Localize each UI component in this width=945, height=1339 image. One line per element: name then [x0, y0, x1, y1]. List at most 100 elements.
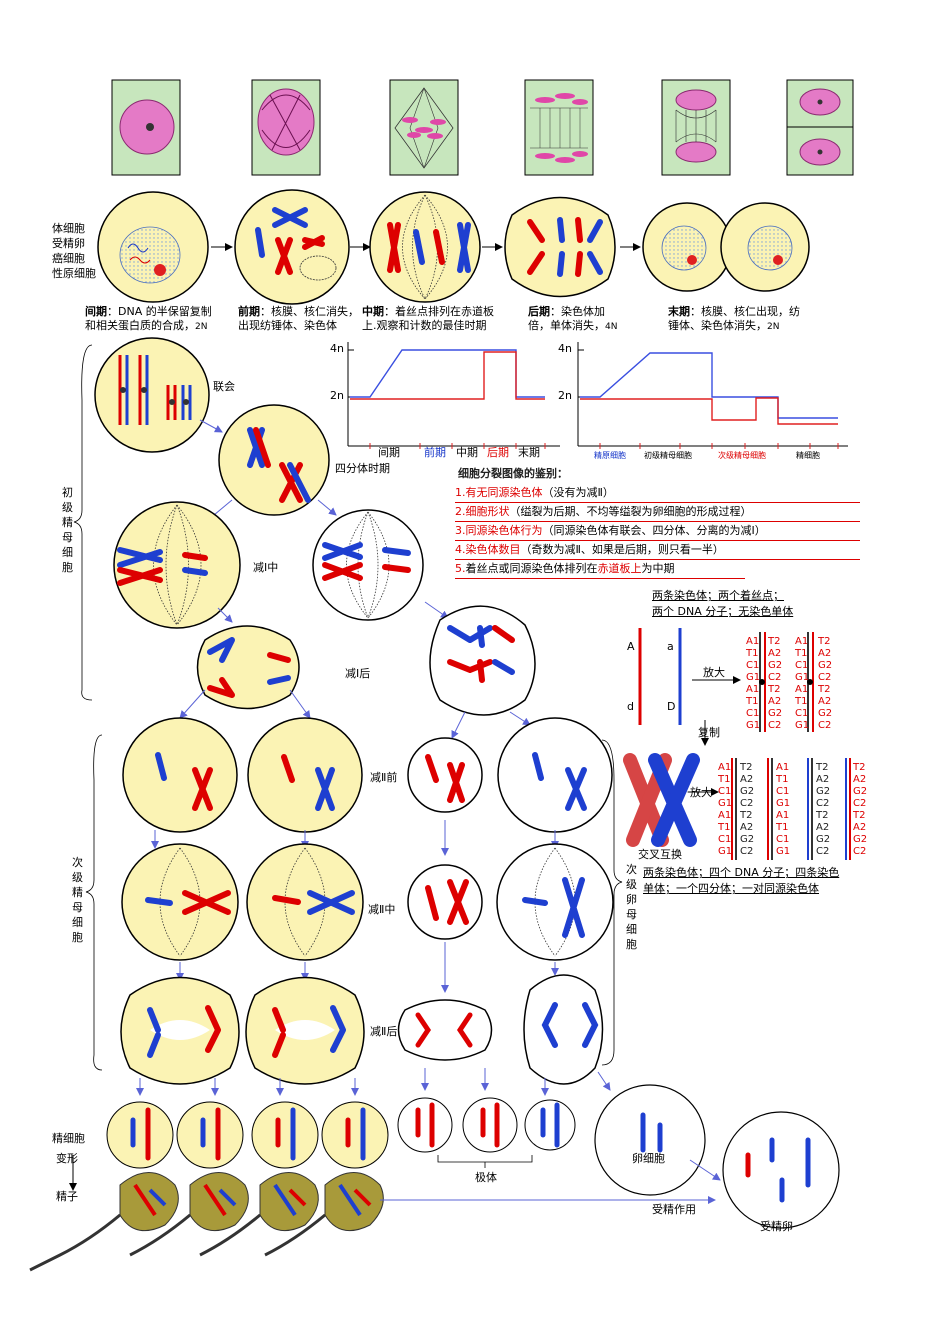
meiosis-meta2-cell-4	[496, 843, 614, 961]
item-rest: （缢裂为后期、不均等缢裂为卵细胞的形成过程）	[509, 505, 752, 518]
graph1-ytick-4n: 4n	[330, 342, 344, 355]
base-label: G2	[816, 834, 831, 845]
stage-count: 2N	[195, 322, 208, 332]
mitosis-photo-daughter-cells	[786, 79, 854, 176]
dna-replicate: 复制	[698, 726, 720, 739]
base-label: G1	[776, 846, 791, 857]
dna-note-1: 两条染色体；两个着丝点；	[652, 589, 784, 602]
identification-item-5: 5.着丝点或同源染色体排列在赤道板上为中期	[455, 562, 675, 576]
graph2-ytick-4n: 4n	[558, 342, 572, 355]
item-key: 细胞形状	[465, 505, 510, 518]
polar-body-2	[462, 1097, 518, 1153]
item-rest: （没有为减Ⅱ）	[542, 486, 614, 499]
stage-name: 间期	[85, 305, 107, 318]
meiosis-ana2-cell-2	[245, 976, 365, 1085]
mitosis-cell-telophase	[642, 202, 810, 292]
stage-metaphase-desc2: 上.观察和计数的最佳时期	[362, 319, 487, 332]
bracket-secondary	[85, 734, 103, 1071]
base-label: T1	[718, 822, 731, 833]
cell-type-3: 癌细胞	[52, 252, 85, 265]
base-label: C2	[740, 798, 754, 809]
mitosis-photo-interphase	[111, 79, 181, 176]
base-label: T1	[795, 648, 808, 659]
item-rest: （奇数为减Ⅱ、如果是后期，则只看一半）	[520, 543, 724, 556]
stage-telophase-desc2: 锤体、染色体消失，2N	[668, 319, 779, 334]
base-label: A1	[795, 684, 809, 695]
meiosis-pro2-cell-2	[247, 717, 363, 833]
underline	[455, 540, 860, 541]
meiosis-meta2-cell-1	[121, 843, 239, 961]
label-zygote: 受精卵	[760, 1220, 793, 1233]
base-label: T1	[746, 648, 759, 659]
base-label: C2	[853, 798, 867, 809]
stage-prophase-desc2: 出现纺锤体、染色体	[238, 319, 337, 332]
label-transform: 变形	[56, 1152, 78, 1165]
base-label: A2	[816, 822, 830, 833]
dna-note-4: 单体；一个四分体；一对同源染色体	[643, 882, 819, 895]
dna-letter-A: A	[627, 640, 635, 653]
item-number: 4.	[455, 543, 466, 556]
base-label: A1	[776, 762, 790, 773]
graph1-xlabel: 间期	[378, 446, 400, 459]
label-pro2: 减Ⅱ前	[370, 771, 398, 784]
base-label: C1	[776, 786, 790, 797]
underline	[455, 578, 745, 579]
graph1-xlabel: 前期	[424, 446, 446, 459]
base-label: C1	[795, 660, 809, 671]
stage-desc-1: 核膜、核仁出现，纺	[701, 305, 800, 318]
meiosis-meta1-cell-b	[312, 509, 424, 621]
base-label: A1	[746, 684, 760, 695]
bracket-primary	[73, 344, 93, 701]
label-meta2: 减Ⅱ中	[368, 903, 396, 916]
stage-count: 2N	[767, 322, 780, 332]
base-label: G1	[776, 798, 791, 809]
mitosis-photo-anaphase	[524, 79, 594, 176]
item-number: 2.	[455, 505, 466, 518]
base-label: A2	[768, 648, 782, 659]
graph-mitosis-dna	[347, 342, 560, 449]
item-key: 着丝点或同源染色体排列在	[465, 562, 598, 575]
item-number: 1.	[455, 486, 466, 499]
base-label: C1	[746, 660, 760, 671]
label-synapsis: 联会	[213, 380, 235, 393]
label-polar-body: 极体	[475, 1171, 497, 1184]
dna-note-2: 两个 DNA 分子；无染色单体	[652, 605, 794, 618]
base-label: T2	[853, 810, 866, 821]
identification-item-1: 1.有无同源染色体（没有为减Ⅱ）	[455, 486, 614, 500]
meiosis-ana1-cell-b	[429, 605, 536, 716]
base-label: T1	[746, 696, 759, 707]
stage-count: 4N	[605, 322, 618, 332]
meiosis-pro2-cell-3	[407, 737, 483, 813]
base-label: G2	[740, 834, 755, 845]
mitosis-cell-anaphase	[504, 196, 616, 298]
stage-anaphase-desc: 后期：染色体加	[528, 305, 605, 318]
dna-helix-quad	[731, 758, 851, 860]
label-tetrad: 四分体时期	[335, 462, 390, 475]
graph1-xlabel: 中期	[456, 446, 478, 459]
label-secondary-spermatocyte: 次级精母细胞	[72, 856, 83, 944]
base-label: A1	[776, 810, 790, 821]
graph2-xlabel: 精原细胞	[594, 451, 626, 460]
base-label: A2	[818, 648, 832, 659]
sperm-3	[199, 1172, 319, 1257]
base-label: T1	[776, 774, 789, 785]
stage-name: 前期	[238, 305, 260, 318]
identification-item-4: 4.染色体数目（奇数为减Ⅱ、如果是后期，则只看一半）	[455, 543, 724, 557]
base-label: C1	[776, 834, 790, 845]
dna-helix-pair	[759, 632, 814, 732]
egg-cell	[594, 1084, 706, 1196]
identification-item-2: 2.细胞形状（缢裂为后期、不均等缢裂为卵细胞的形成过程）	[455, 505, 752, 519]
label-fertilization: 受精作用	[652, 1203, 696, 1216]
stage-interphase-desc: 间期：DNA 的半保留复制	[85, 305, 212, 318]
item-mid: 赤道板上	[597, 562, 642, 575]
graph1-xlabel: 末期	[518, 446, 540, 459]
base-label: G1	[718, 798, 733, 809]
base-label: A2	[853, 822, 867, 833]
base-label: C1	[718, 834, 732, 845]
label-sperm: 精子	[56, 1190, 78, 1203]
base-label: G2	[853, 834, 868, 845]
